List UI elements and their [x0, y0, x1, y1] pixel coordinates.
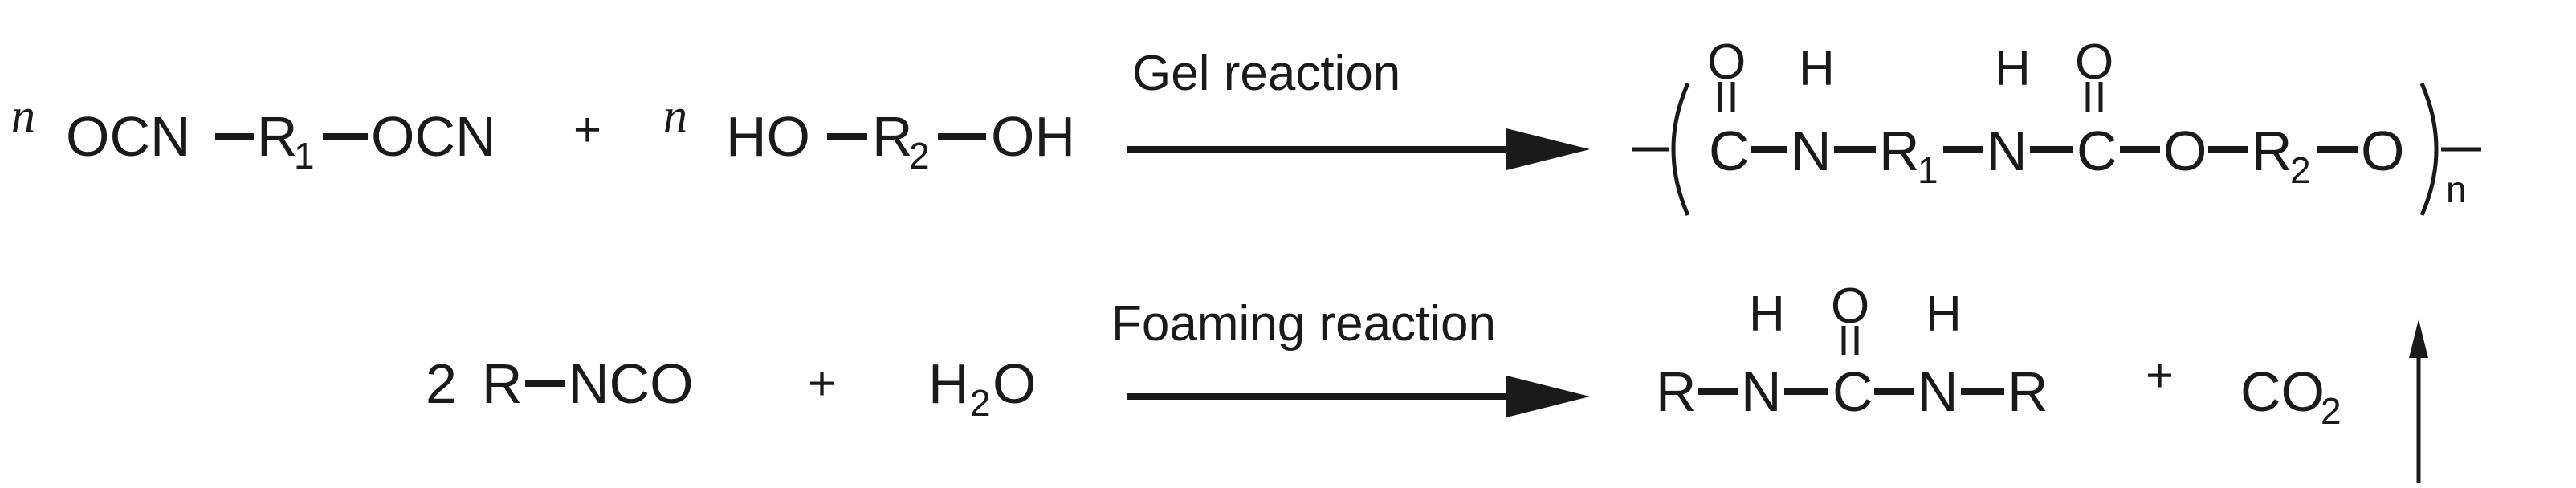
urethane-nitrogen-2: N — [1987, 120, 2028, 182]
diisocyanate-reagent: OCN R 1 OCN — [66, 105, 496, 177]
carbonyl-carbon-2: C — [2077, 120, 2117, 182]
gel-n-coefficient: n — [11, 89, 35, 142]
diisocyanate-r: R — [257, 105, 298, 168]
urethane-hydrogen-1: H — [1799, 41, 1835, 96]
foaming-reaction-row: 2 R NCO + H 2 O Foaming reaction R N H C — [426, 279, 2428, 483]
urethane-nitrogen-1: N — [1791, 120, 1832, 182]
repeat-bracket-left — [1671, 82, 1690, 217]
urethane-hydrogen-2: H — [1995, 41, 2031, 96]
carbon-dioxide-product: CO 2 — [2240, 319, 2428, 483]
diol-reagent: HO R 2 OH — [726, 105, 1075, 177]
gas-evolution-arrow-icon — [2409, 319, 2428, 483]
urea-r-left: R — [1656, 360, 1697, 423]
urea-carbon: C — [1832, 360, 1873, 423]
isocyanate-reagent: R NCO — [482, 352, 694, 415]
gel-reaction-row: n OCN R 1 OCN + n HO R 2 OH Gel reaction — [11, 35, 2481, 217]
water-h-subscript: 2 — [970, 382, 991, 424]
polyurethane-product: C O N H R 1 N H C O O R 2 O — [1632, 35, 2481, 217]
urea-nitrogen-2: N — [1918, 360, 1958, 423]
carbonyl-oxygen-2: O — [2075, 35, 2113, 90]
ester-oxygen: O — [2163, 120, 2207, 182]
urea-hydrogen-2: H — [1926, 287, 1962, 342]
terminal-oxygen: O — [2361, 120, 2404, 182]
urea-product: R N H C O N H R — [1656, 279, 2048, 423]
isocyanate-r: R — [482, 352, 523, 415]
product-r2: R — [2252, 120, 2293, 182]
foam-plus-sign-2: + — [2146, 348, 2174, 402]
urea-hydrogen-1: H — [1749, 287, 1785, 342]
gel-reaction-arrow — [1127, 128, 1590, 170]
diisocyanate-ocn-right: OCN — [371, 105, 496, 168]
co2-co: CO — [2240, 360, 2325, 423]
diol-r: R — [872, 105, 913, 168]
carbonyl-oxygen-1: O — [1707, 35, 1746, 90]
diol-r-subscript: 2 — [909, 135, 930, 177]
foaming-reaction-arrow — [1127, 376, 1590, 417]
diol-ho: HO — [726, 105, 810, 168]
repeat-unit-n: n — [2446, 169, 2467, 210]
diisocyanate-r-subscript: 1 — [294, 135, 315, 177]
urea-nitrogen-1: N — [1741, 360, 1782, 423]
gel-plus-sign: + — [573, 103, 601, 157]
product-r1: R — [1879, 120, 1920, 182]
co2-subscript: 2 — [2321, 390, 2342, 432]
gel-reaction-label: Gel reaction — [1132, 46, 1400, 101]
diol-oh: OH — [991, 105, 1075, 168]
foam-coefficient: 2 — [426, 352, 457, 415]
foaming-reaction-label: Foaming reaction — [1111, 296, 1496, 352]
urea-oxygen: O — [1831, 279, 1869, 334]
carbonyl-carbon-1: C — [1709, 120, 1750, 182]
repeat-bracket-right — [2419, 82, 2439, 217]
gel-n-coefficient-2: n — [663, 89, 687, 142]
foam-plus-sign: + — [808, 356, 836, 410]
water-o: O — [992, 352, 1036, 415]
diisocyanate-ocn-left: OCN — [66, 105, 191, 168]
product-r2-subscript: 2 — [2290, 149, 2311, 191]
isocyanate-nco: NCO — [569, 352, 694, 415]
urea-r-right: R — [2007, 360, 2048, 423]
water-reagent: H 2 O — [928, 352, 1036, 424]
water-h: H — [928, 352, 969, 415]
product-r1-subscript: 1 — [1918, 149, 1938, 191]
